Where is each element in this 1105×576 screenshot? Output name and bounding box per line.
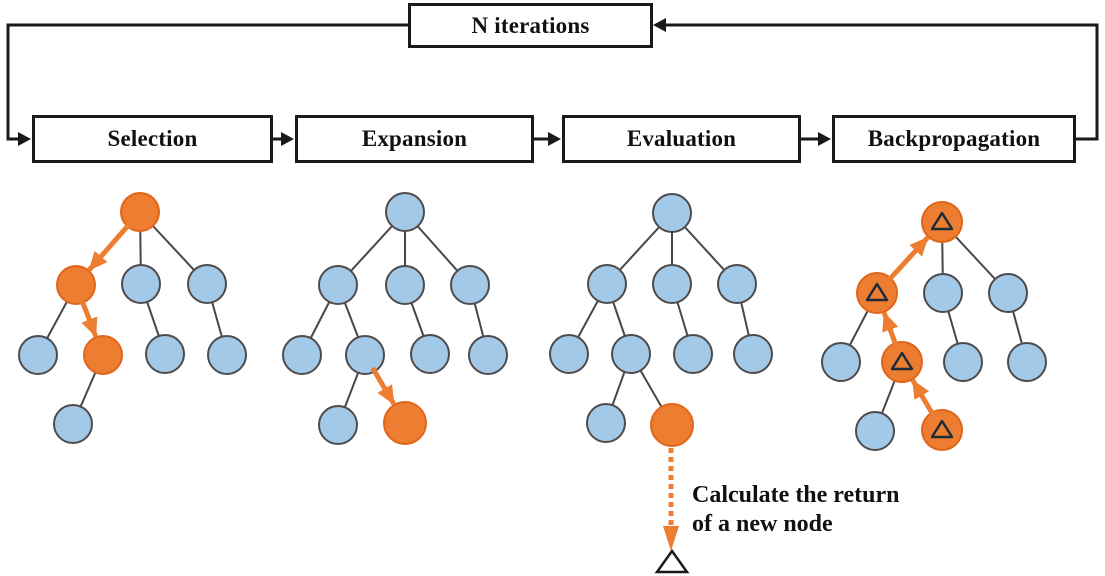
tree-arrows (370, 366, 397, 406)
blue-node (410, 334, 450, 374)
orange-node (120, 192, 160, 232)
tree-edges (301, 211, 489, 426)
path-arrow (87, 221, 132, 272)
evaluation-arrowhead (548, 132, 561, 146)
tree-arrows (79, 221, 132, 338)
blue-node (821, 342, 861, 382)
tree-nodes (549, 193, 773, 447)
blue-node (943, 342, 983, 382)
loop-from-backpropagation-line (666, 23, 1099, 141)
tree-edges (840, 221, 1028, 432)
orange-node (921, 409, 963, 451)
tree-expansion (282, 192, 508, 445)
blue-node (652, 264, 692, 304)
return-annotation-line2: of a new node (692, 511, 833, 537)
evaluation-return-graphics (654, 448, 690, 574)
orange-node (856, 272, 898, 314)
blue-node (549, 334, 589, 374)
blue-node (121, 264, 161, 304)
path-arrow (79, 298, 99, 338)
new-node-triangle (654, 548, 690, 574)
tree-nodes (821, 201, 1047, 451)
blue-node (385, 265, 425, 305)
blue-node (611, 334, 651, 374)
orange-node (881, 341, 923, 383)
tree-backpropagation (821, 201, 1047, 451)
expansion-arrowhead (281, 132, 294, 146)
blue-node (923, 273, 963, 313)
expansion-box: Expansion (295, 115, 534, 163)
triangle-marker-icon (865, 282, 889, 302)
orange-node (650, 403, 694, 447)
flow-connectors (6, 18, 1099, 146)
return-arrowhead (663, 526, 679, 551)
blue-node (717, 264, 757, 304)
blue-node (450, 265, 490, 305)
blue-node (468, 335, 508, 375)
evaluation-box: Evaluation (562, 115, 801, 163)
blue-node (652, 193, 692, 233)
orange-node (83, 335, 123, 375)
backpropagation-arrowhead (818, 132, 831, 146)
blue-node (207, 335, 247, 375)
blue-node (855, 411, 895, 451)
triangle-marker-icon (930, 419, 954, 439)
tree-nodes (18, 192, 247, 444)
tree-edges (37, 211, 228, 425)
selection-arrowhead (18, 132, 31, 146)
blue-node (318, 265, 358, 305)
path-arrow (370, 366, 397, 406)
triangle-marker-icon (930, 211, 954, 231)
path-arrow (881, 311, 899, 348)
trees-layer (18, 192, 1047, 451)
blue-node (587, 264, 627, 304)
blue-node (345, 335, 385, 375)
backpropagation-label: Backpropagation (867, 126, 1041, 151)
n-iterations-box: N iterations (408, 3, 653, 48)
loop-to-selection-line (6, 23, 408, 141)
path-arrow (910, 378, 937, 418)
blue-node (586, 403, 626, 443)
return-annotation-line1: Calculate the return (692, 482, 900, 508)
tree-evaluation (549, 193, 773, 447)
blue-node (282, 335, 322, 375)
blue-node (318, 405, 358, 445)
orange-node (383, 401, 427, 445)
tree-nodes (282, 192, 508, 445)
blue-node (385, 192, 425, 232)
selection-box: Selection (32, 115, 273, 163)
tree-edges (568, 212, 754, 426)
tree-selection (18, 192, 247, 444)
blue-node (187, 264, 227, 304)
path-arrow (885, 235, 930, 283)
blue-node (145, 334, 185, 374)
blue-node (53, 404, 93, 444)
tree-arrows (881, 235, 937, 418)
triangle-marker-icon (890, 351, 914, 371)
blue-node (1007, 342, 1047, 382)
selection-label: Selection (107, 126, 198, 151)
evaluation-label: Evaluation (626, 126, 737, 151)
n-iterations-arrowhead (653, 18, 666, 32)
orange-node (921, 201, 963, 243)
blue-node (673, 334, 713, 374)
blue-node (18, 335, 58, 375)
blue-node (988, 273, 1028, 313)
backpropagation-box: Backpropagation (832, 115, 1076, 163)
return-annotation: Calculate the return of a new node (692, 481, 962, 539)
n-iterations-label: N iterations (471, 12, 590, 38)
expansion-label: Expansion (361, 126, 468, 151)
orange-node (56, 265, 96, 305)
blue-node (733, 334, 773, 374)
